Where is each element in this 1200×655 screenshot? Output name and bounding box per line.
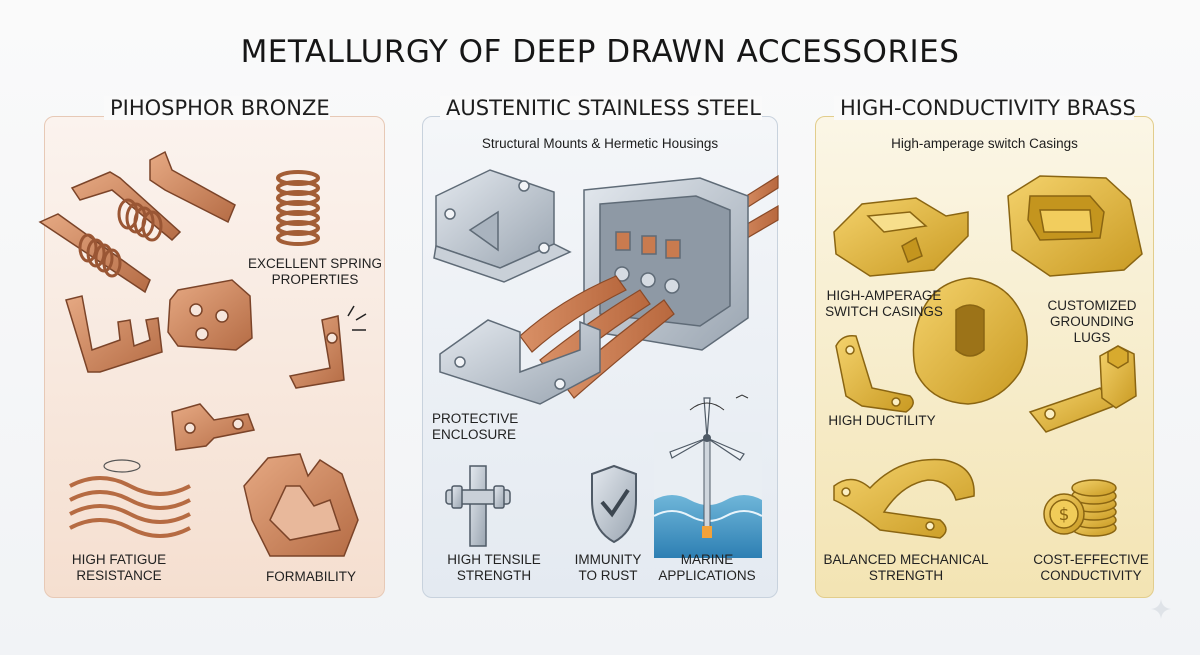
shield-check-icon	[591, 464, 637, 544]
fatigue-wave-lines	[69, 459, 191, 538]
steel-panel-title: AUSTENITIC STAINLESS STEEL	[440, 96, 762, 120]
l-bracket-small	[288, 315, 345, 389]
brass-panel-title: HIGH-CONDUCTIVITY BRASS	[834, 96, 1136, 120]
label-marine-applications: MARINE APPLICATIONS	[658, 552, 756, 583]
steel-panel-subtitle: Structural Mounts & Hermetic Housings	[481, 136, 719, 151]
bronze-panel-title: PIHOSPHOR BRONZE	[104, 96, 330, 120]
brass-casing-1	[833, 197, 969, 277]
grounding-lug-large	[912, 277, 1028, 405]
saddle-clamp	[833, 458, 975, 539]
z-bracket	[171, 403, 256, 451]
label-formability: FORMABILITY	[265, 569, 356, 584]
label-excellent-spring: EXCELLENT SPRING PROPERTIES	[247, 256, 383, 287]
wind-turbine-icon	[653, 394, 763, 558]
coil-spring-long	[78, 233, 122, 278]
coin-stack-icon	[1043, 479, 1117, 537]
label-high-ductility: HIGH DUCTILITY	[828, 413, 936, 428]
coil-spring-standing	[276, 170, 320, 246]
angle-bracket-holes	[167, 279, 253, 351]
label-switch-casings: HIGH-AMPERAGE SWITCH CASINGS	[825, 288, 943, 319]
label-immunity-rust: IMMUNITY TO RUST	[574, 552, 642, 583]
brass-panel-subtitle: High-amperage switch Casings	[891, 136, 1078, 151]
u-bracket	[65, 295, 163, 373]
label-grounding-lugs: CUSTOMIZED GROUNDING LUGS	[1047, 298, 1137, 345]
brass-casing-2	[1007, 175, 1143, 277]
label-balanced-mechanical: BALANCED MECHANICAL STRENGTH	[823, 552, 989, 583]
steel-mount-bracket	[433, 169, 572, 283]
sparkle-icon	[1151, 599, 1171, 619]
label-high-fatigue: HIGH FATIGUE RESISTANCE	[71, 552, 167, 583]
ductile-tab	[835, 334, 914, 413]
brass-lug-with-bolt	[1028, 345, 1137, 433]
label-cost-effective: COST-EFFECTIVE CONDUCTIVITY	[1033, 552, 1149, 583]
steel-base-bracket	[439, 319, 601, 405]
label-protective-enclosure: PROTECTIVE ENCLOSURE	[432, 411, 519, 442]
tensile-pipe-icon	[445, 465, 511, 547]
coil-spring-small	[117, 198, 163, 242]
label-high-tensile: HIGH TENSILE STRENGTH	[447, 552, 541, 583]
formed-channel-part	[243, 453, 359, 557]
page-title: METALLURGY OF DEEP DRAWN ACCESSORIES	[240, 34, 960, 70]
spring-emphasis-lines	[347, 305, 367, 331]
dollar-sign-icon: $	[1059, 505, 1070, 525]
